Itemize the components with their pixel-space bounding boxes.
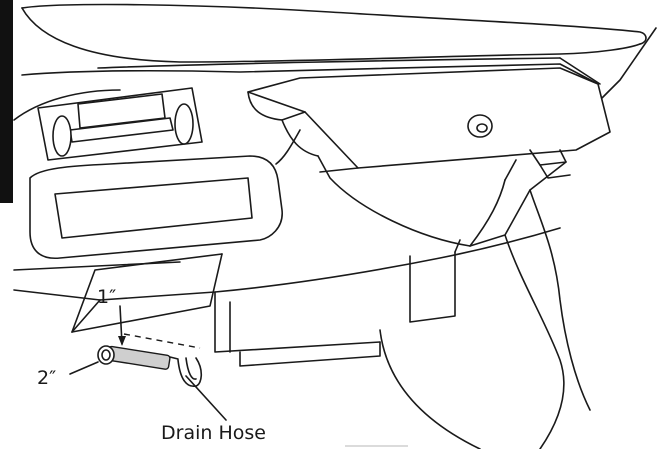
left-edge-strip (0, 0, 13, 203)
dash-top (21, 3, 657, 111)
radio-knob-left (52, 115, 72, 157)
dim-2-leader (69, 361, 99, 375)
dimension-label-1in: 1″ (97, 286, 117, 308)
glove-box-cavity (317, 155, 567, 247)
dim-1-arrowhead (118, 336, 126, 346)
drain-hose (97, 345, 203, 387)
drain-hose-leader (185, 375, 227, 421)
dimension-lines (69, 305, 227, 421)
glove-box (247, 67, 611, 179)
drain-hose-label: Drain Hose (161, 422, 266, 444)
dashboard-body (13, 63, 599, 449)
dimension-label-2in: 2″ (37, 367, 57, 389)
left-panel (29, 155, 283, 333)
dim-2-dashed-line (123, 333, 201, 349)
drain-hose-tube (106, 345, 171, 370)
radio-unit (37, 87, 203, 161)
radio-knob-right (174, 103, 194, 145)
